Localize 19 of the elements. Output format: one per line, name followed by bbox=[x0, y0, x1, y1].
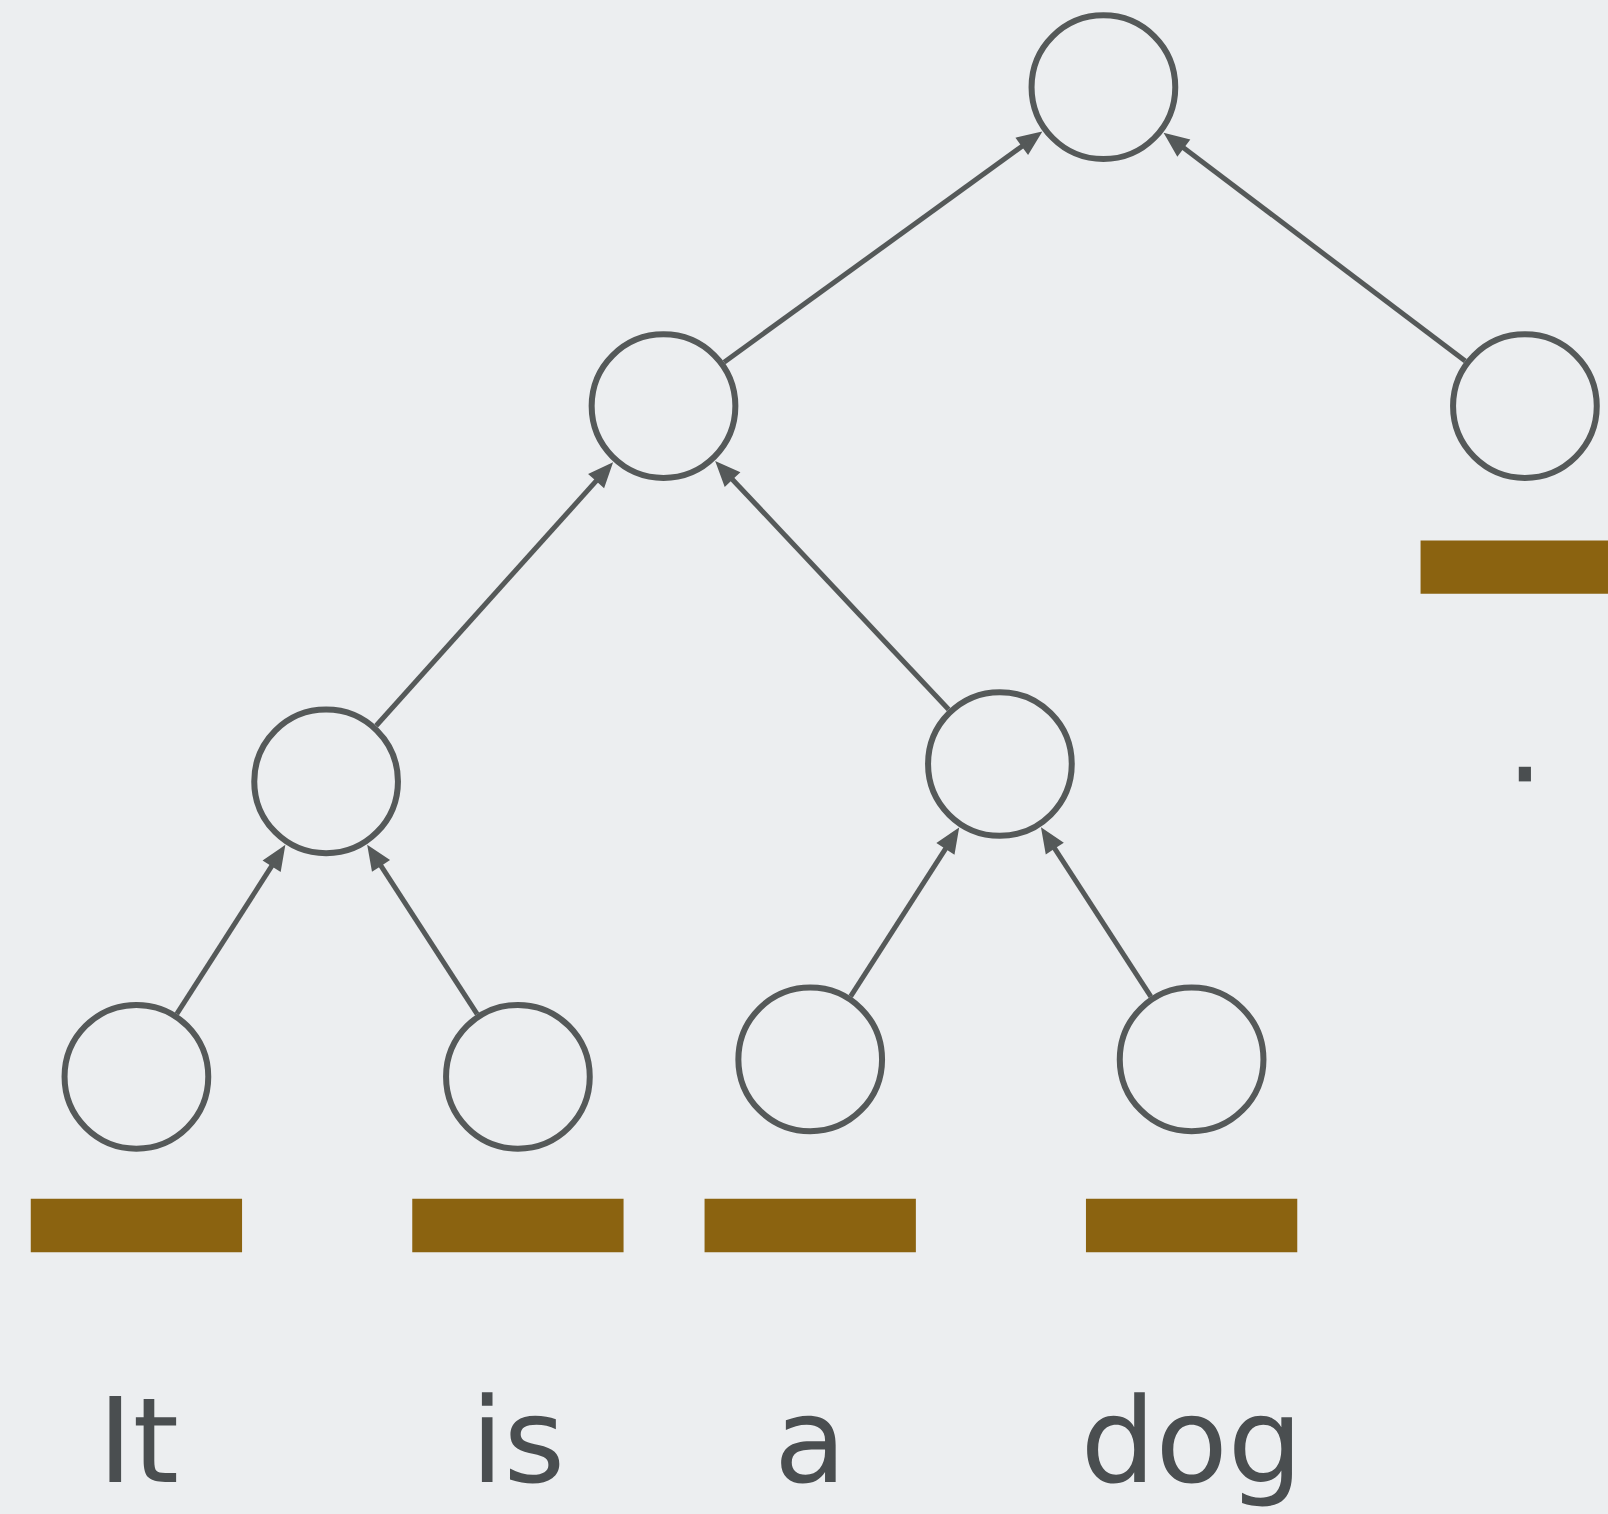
circle-node bbox=[925, 689, 1075, 839]
word-label: a bbox=[781, 1415, 836, 1484]
circle-node bbox=[443, 1001, 593, 1152]
circle-node bbox=[1116, 984, 1267, 1135]
word-bar bbox=[1085, 1198, 1298, 1253]
circle-node bbox=[1028, 12, 1179, 163]
circle-node bbox=[588, 331, 739, 481]
circle-node bbox=[251, 706, 401, 857]
circle-node bbox=[61, 1001, 212, 1152]
word-bar bbox=[30, 1198, 243, 1253]
word-label: dog bbox=[1087, 1392, 1292, 1507]
word-bar bbox=[412, 1198, 624, 1253]
circle-node bbox=[735, 984, 886, 1135]
word-label: It bbox=[109, 1395, 177, 1482]
word-label: . bbox=[1518, 766, 1531, 782]
word-bar bbox=[704, 1198, 916, 1253]
word-bar bbox=[1420, 540, 1608, 594]
word-label: is bbox=[481, 1392, 560, 1484]
circle-node bbox=[1450, 331, 1600, 481]
